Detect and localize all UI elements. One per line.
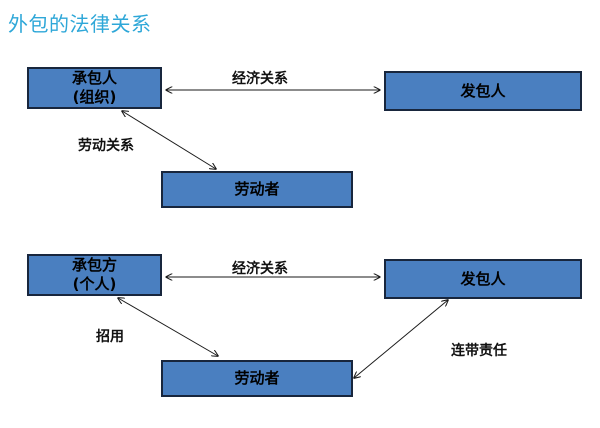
contractor-individual-line1: 承包方: [71, 256, 117, 274]
arrow-joint-2: [354, 300, 448, 378]
contractor-individual-box: 承包方 (个人): [27, 254, 162, 296]
contractor-individual-line2: (个人): [72, 275, 117, 293]
worker-box-1: 劳动者: [161, 171, 353, 208]
rel-econ-label-1: 经济关系: [232, 71, 288, 87]
client-label-2: 发包人: [460, 269, 506, 288]
rel-joint-label-2: 连带责任: [451, 343, 507, 359]
contractor-org-line2: (组织): [72, 88, 117, 106]
worker-label-2: 劳动者: [234, 369, 280, 387]
arrow-labor-1: [122, 111, 216, 169]
client-box-2: 发包人: [384, 259, 582, 299]
contractor-org-line1: 承包人: [71, 69, 117, 87]
rel-labor-label-1: 劳动关系: [78, 138, 134, 154]
worker-label-1: 劳动者: [234, 180, 280, 198]
rel-econ-label-2: 经济关系: [232, 261, 288, 277]
contractor-org-box: 承包人 (组织): [27, 67, 162, 109]
page-title: 外包的法律关系: [8, 12, 152, 36]
worker-box-2: 劳动者: [161, 360, 353, 397]
client-label-1: 发包人: [460, 81, 506, 100]
arrow-hire-2: [118, 298, 218, 356]
client-box-1: 发包人: [384, 71, 582, 111]
rel-hire-label-2: 招用: [96, 329, 124, 345]
